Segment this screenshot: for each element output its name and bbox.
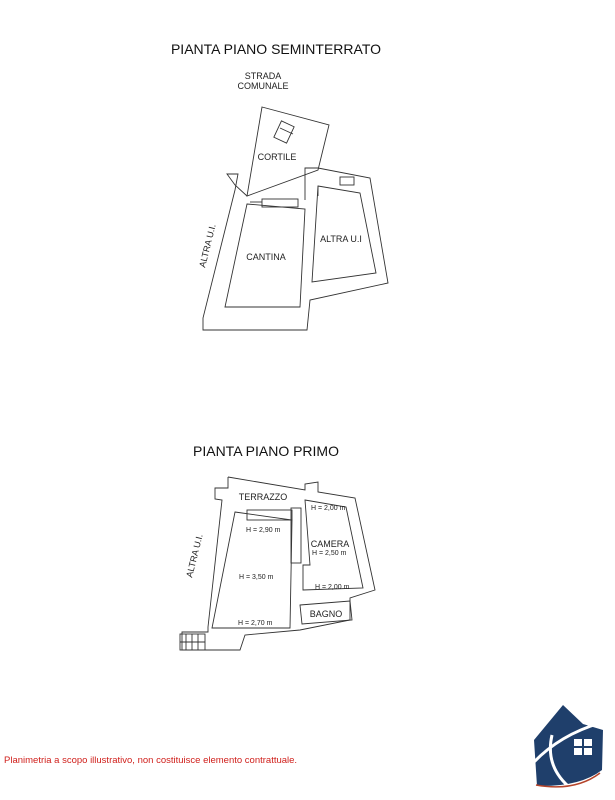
height-camera-top: H = 2,00 m: [311, 505, 346, 512]
company-logo: [532, 705, 603, 788]
height-main: H = 3,50 m: [239, 574, 274, 581]
basement-walls: [202, 106, 389, 331]
label-altra-ui-left: ALTRA U.I.: [197, 223, 217, 268]
room-camera: CAMERA: [311, 539, 350, 549]
first-floor-walls: [179, 476, 376, 651]
room-cantina: CANTINA: [246, 252, 286, 262]
height-bagno-top: H = 2,00 m: [315, 584, 350, 591]
disclaimer-text: Planimetria a scopo illustrativo, non co…: [4, 755, 298, 766]
label-altra-ui-left-first: ALTRA U.I.: [184, 533, 204, 578]
height-camera: H = 2,50 m: [312, 550, 347, 557]
street-label-2: COMUNALE: [237, 81, 288, 91]
street-label-1: STRADA: [245, 71, 282, 81]
height-bottom: H = 2,70 m: [238, 620, 273, 627]
room-bagno: BAGNO: [310, 609, 343, 619]
room-altra-ui: ALTRA U.I: [320, 234, 362, 244]
room-terrazzo: TERRAZZO: [239, 492, 288, 502]
room-cortile: CORTILE: [258, 152, 297, 162]
height-terrazzo: H = 2,90 m: [246, 527, 281, 534]
first-floor-title: PIANTA PIANO PRIMO: [193, 443, 339, 459]
basement-title: PIANTA PIANO SEMINTERRATO: [171, 41, 381, 57]
